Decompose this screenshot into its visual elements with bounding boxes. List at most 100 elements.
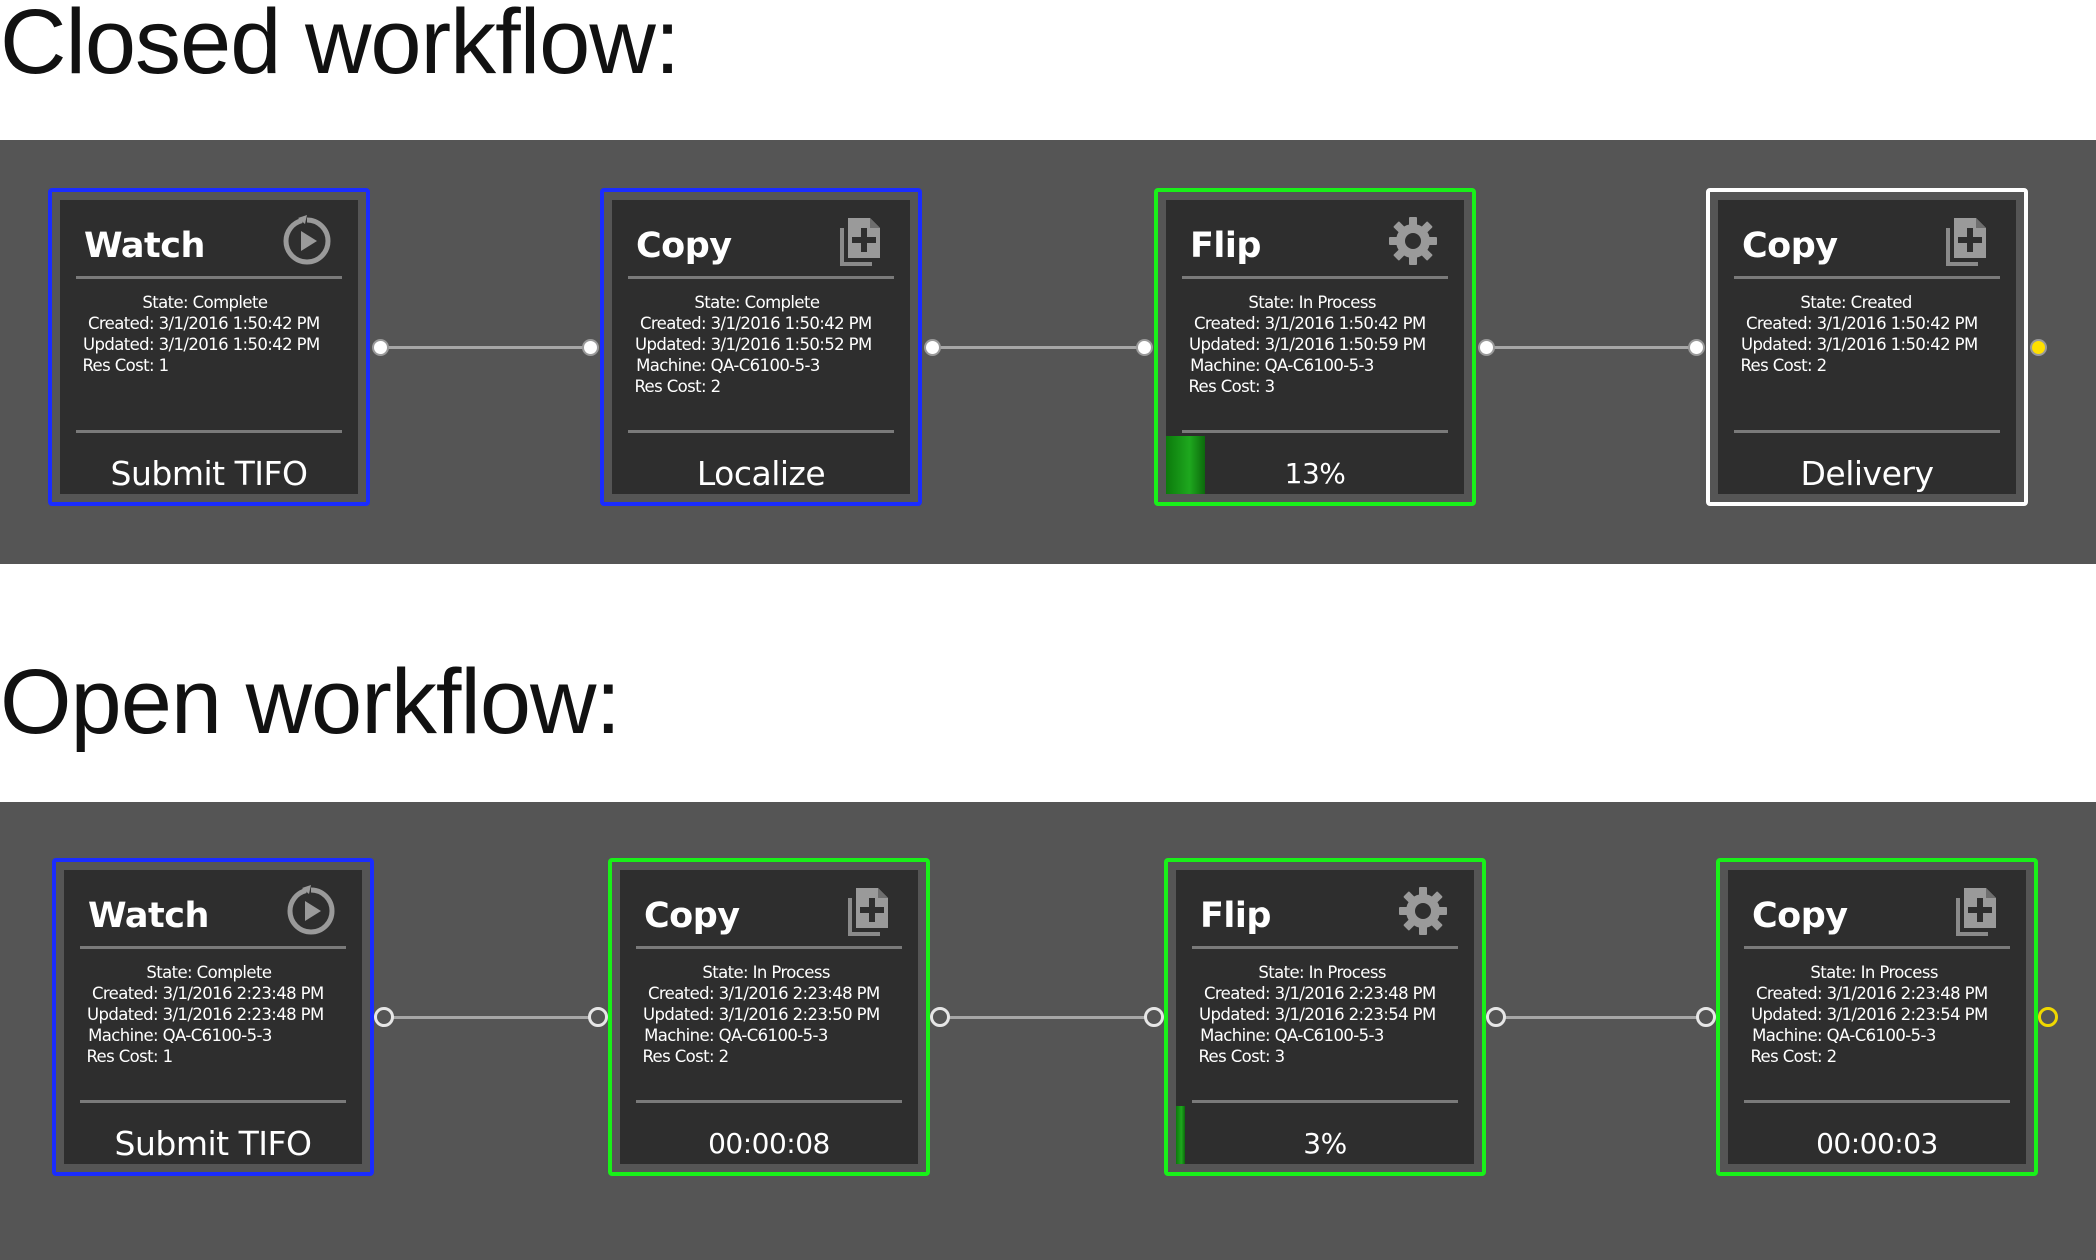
output-port[interactable] bbox=[1477, 338, 1495, 356]
input-port[interactable] bbox=[1135, 338, 1153, 356]
node-updated-value: 3/1/2016 2:23:54 PM bbox=[1274, 1005, 1437, 1024]
node-state-row: State: In Process bbox=[1744, 962, 2014, 983]
node-created-label: Created: bbox=[91, 984, 159, 1003]
node-machine-row: Machine: QA-C6100-5-3 bbox=[1744, 1025, 2014, 1046]
connector-line bbox=[1486, 346, 1696, 349]
workflow-output-port[interactable] bbox=[2029, 338, 2047, 356]
node-updated-label: Updated: bbox=[1189, 335, 1261, 354]
node-footer-label: Localize bbox=[696, 453, 826, 493]
node-footer-label: Submit TIFO bbox=[114, 1123, 312, 1163]
watch-icon bbox=[280, 214, 334, 268]
node-footer-label: 13% bbox=[1284, 456, 1346, 490]
node-created-value: 3/1/2016 2:23:48 PM bbox=[162, 984, 325, 1003]
node-machine-value: QA-C6100-5-3 bbox=[162, 1026, 273, 1045]
node-machine-row: Machine: QA-C6100-5-3 bbox=[1182, 355, 1452, 376]
node-res-cost-value: 2 bbox=[710, 377, 722, 396]
node-footer-label: 00:00:08 bbox=[708, 1126, 830, 1160]
progress-bar-fill bbox=[1176, 1106, 1185, 1164]
input-port[interactable] bbox=[588, 1007, 608, 1027]
node-state-row: State: Complete bbox=[628, 292, 898, 313]
copy-icon bbox=[1948, 884, 2002, 938]
output-port[interactable] bbox=[930, 1007, 950, 1027]
node-updated-row: Updated: 3/1/2016 1:50:59 PM bbox=[1182, 334, 1452, 355]
connector-line bbox=[940, 1016, 1154, 1019]
node-created-row: Created: 3/1/2016 2:23:48 PM bbox=[80, 983, 350, 1004]
node-res-cost-value: 2 bbox=[1826, 1047, 1838, 1066]
node-created-label: Created: bbox=[1745, 314, 1813, 333]
node-res-cost-row: Res Cost: 3 bbox=[1192, 1046, 1462, 1067]
divider bbox=[1744, 1100, 2010, 1103]
workflow-output-port[interactable] bbox=[2038, 1007, 2058, 1027]
node-created-row: Created: 3/1/2016 1:50:42 PM bbox=[628, 313, 898, 334]
divider bbox=[628, 276, 894, 279]
divider bbox=[1192, 1100, 1458, 1103]
node-updated-value: 3/1/2016 2:23:54 PM bbox=[1826, 1005, 1989, 1024]
node-res-cost-label: Res Cost: bbox=[634, 377, 706, 396]
node-state-label: State: bbox=[694, 293, 740, 312]
node-machine-label: Machine: bbox=[1190, 356, 1260, 375]
node-created-row: Created: 3/1/2016 2:23:48 PM bbox=[1744, 983, 2014, 1004]
node-created-label: Created: bbox=[87, 314, 155, 333]
divider bbox=[76, 430, 342, 433]
node-state-row: State: In Process bbox=[636, 962, 906, 983]
watch-icon bbox=[284, 884, 338, 938]
node-updated-row: Updated: 3/1/2016 2:23:54 PM bbox=[1192, 1004, 1462, 1025]
node-footer-label: 3% bbox=[1303, 1126, 1347, 1160]
output-port[interactable] bbox=[923, 338, 941, 356]
node-updated-label: Updated: bbox=[1199, 1005, 1271, 1024]
input-port[interactable] bbox=[1144, 1007, 1164, 1027]
node-res-cost-row: Res Cost: 2 bbox=[636, 1046, 906, 1067]
input-port[interactable] bbox=[1696, 1007, 1716, 1027]
node-res-cost-row: Res Cost: 2 bbox=[1734, 355, 2004, 376]
node-footer-label: Delivery bbox=[1800, 453, 1934, 493]
node-created-label: Created: bbox=[639, 314, 707, 333]
input-port[interactable] bbox=[1687, 338, 1705, 356]
node-created-row: Created: 3/1/2016 1:50:42 PM bbox=[1734, 313, 2004, 334]
node-title: Watch bbox=[88, 896, 209, 936]
node-state-value: In Process bbox=[1860, 963, 1939, 982]
node-machine-row: Machine: QA-C6100-5-3 bbox=[80, 1025, 350, 1046]
node-created-value: 3/1/2016 1:50:42 PM bbox=[1816, 314, 1979, 333]
node-title: Copy bbox=[644, 896, 740, 936]
output-port[interactable] bbox=[1486, 1007, 1506, 1027]
node-updated-value: 3/1/2016 2:23:48 PM bbox=[162, 1005, 325, 1024]
copy-icon bbox=[1938, 214, 1992, 268]
input-port[interactable] bbox=[581, 338, 599, 356]
connector-line bbox=[384, 1016, 598, 1019]
node-footer-label: Submit TIFO bbox=[110, 453, 308, 493]
node-res-cost-row: Res Cost: 2 bbox=[1744, 1046, 2014, 1067]
output-port[interactable] bbox=[374, 1007, 394, 1027]
node-state-row: State: Complete bbox=[80, 962, 350, 983]
node-machine-label: Machine: bbox=[1752, 1026, 1822, 1045]
node-updated-label: Updated: bbox=[83, 335, 155, 354]
node-state-label: State: bbox=[142, 293, 188, 312]
gear-icon bbox=[1396, 884, 1450, 938]
node-updated-row: Updated: 3/1/2016 1:50:42 PM bbox=[1734, 334, 2004, 355]
node-machine-value: QA-C6100-5-3 bbox=[1264, 356, 1375, 375]
node-res-cost-label: Res Cost: bbox=[86, 1047, 158, 1066]
node-updated-value: 3/1/2016 1:50:42 PM bbox=[1816, 335, 1979, 354]
node-title: Flip bbox=[1190, 226, 1261, 266]
output-port[interactable] bbox=[371, 338, 389, 356]
node-res-cost-value: 1 bbox=[162, 1047, 174, 1066]
